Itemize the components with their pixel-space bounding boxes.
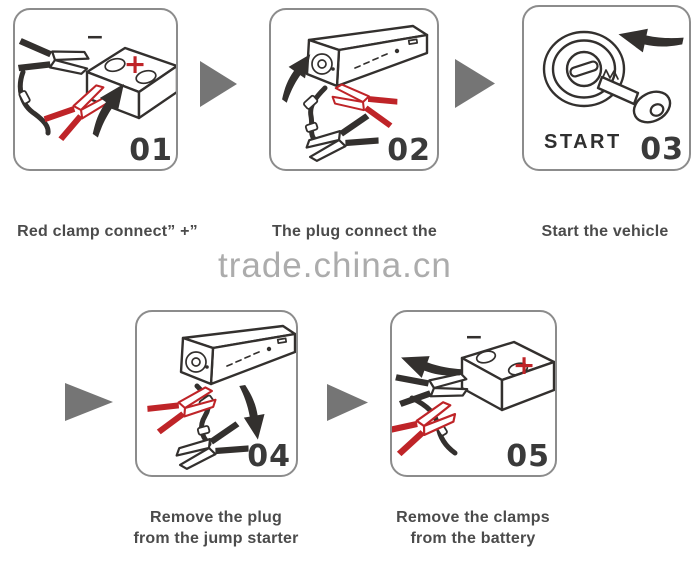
battery-minus-label: − xyxy=(86,25,104,50)
step-04-illustration: 04 xyxy=(147,324,296,474)
step-number: 01 xyxy=(129,133,173,168)
battery-plus-label: + xyxy=(124,49,147,80)
flow-arrow-icon xyxy=(455,59,495,108)
direction-arrow-icon xyxy=(239,384,265,440)
step-05-illustration: − + 05 xyxy=(392,325,555,474)
step-panel-03: START 03 xyxy=(522,5,691,171)
key-icon xyxy=(596,69,672,124)
direction-arrow-icon xyxy=(618,28,684,53)
battery-icon: − + xyxy=(460,325,555,412)
jump-starter-icon xyxy=(305,24,429,88)
step-panel-02: 02 xyxy=(269,8,439,171)
step-03-illustration: START 03 xyxy=(542,28,684,167)
step-panel-05: − + 05 xyxy=(390,310,557,477)
black-clamp-icon xyxy=(175,421,249,470)
red-clamp-icon xyxy=(392,401,457,457)
step-number: 05 xyxy=(506,439,550,474)
black-clamp-icon xyxy=(17,38,90,75)
step-03-caption: Start the vehicle xyxy=(541,223,669,240)
black-clamp-icon xyxy=(305,113,379,162)
battery-plus-label: + xyxy=(513,350,536,381)
flow-arrow-icon xyxy=(327,384,368,421)
cable-connector xyxy=(196,425,211,436)
jump-starter-icon xyxy=(179,324,296,386)
watermark: trade.china.cn xyxy=(218,246,452,285)
cable xyxy=(308,85,328,143)
direction-arrow-icon xyxy=(282,54,311,103)
battery-minus-label: − xyxy=(465,325,483,350)
step-number: 04 xyxy=(247,439,291,474)
direction-arrow-icon xyxy=(92,83,124,138)
flow-arrow-icon xyxy=(65,383,113,421)
cable-connector xyxy=(18,90,31,105)
step-02-caption: The plug connect the xyxy=(272,223,437,240)
device-vent-dashes xyxy=(226,351,260,367)
step-04-caption: Remove the plug from the jump starter xyxy=(133,509,299,548)
step-02-illustration: 02 xyxy=(282,24,431,168)
step-number: 03 xyxy=(640,132,684,167)
step-01-illustration: − + 01 xyxy=(17,25,176,168)
cable xyxy=(17,69,51,136)
ignition-keyhole-icon xyxy=(542,30,626,108)
flow-arrow-icon xyxy=(200,61,237,107)
start-label: START xyxy=(544,131,622,153)
step-panel-04: 04 xyxy=(135,310,298,477)
red-clamp-icon xyxy=(147,386,217,435)
red-clamp-icon xyxy=(331,83,398,129)
cable-connector xyxy=(304,121,319,133)
step-number: 02 xyxy=(387,133,431,168)
step-panel-01: − + 01 xyxy=(13,8,178,171)
step-05-caption: Remove the clamps from the battery xyxy=(396,509,550,548)
device-vent-dashes xyxy=(354,53,388,69)
direction-arrow-icon xyxy=(401,356,463,378)
plug-connector xyxy=(303,94,319,110)
step-01-caption: Red clamp connect” +” xyxy=(17,223,198,240)
